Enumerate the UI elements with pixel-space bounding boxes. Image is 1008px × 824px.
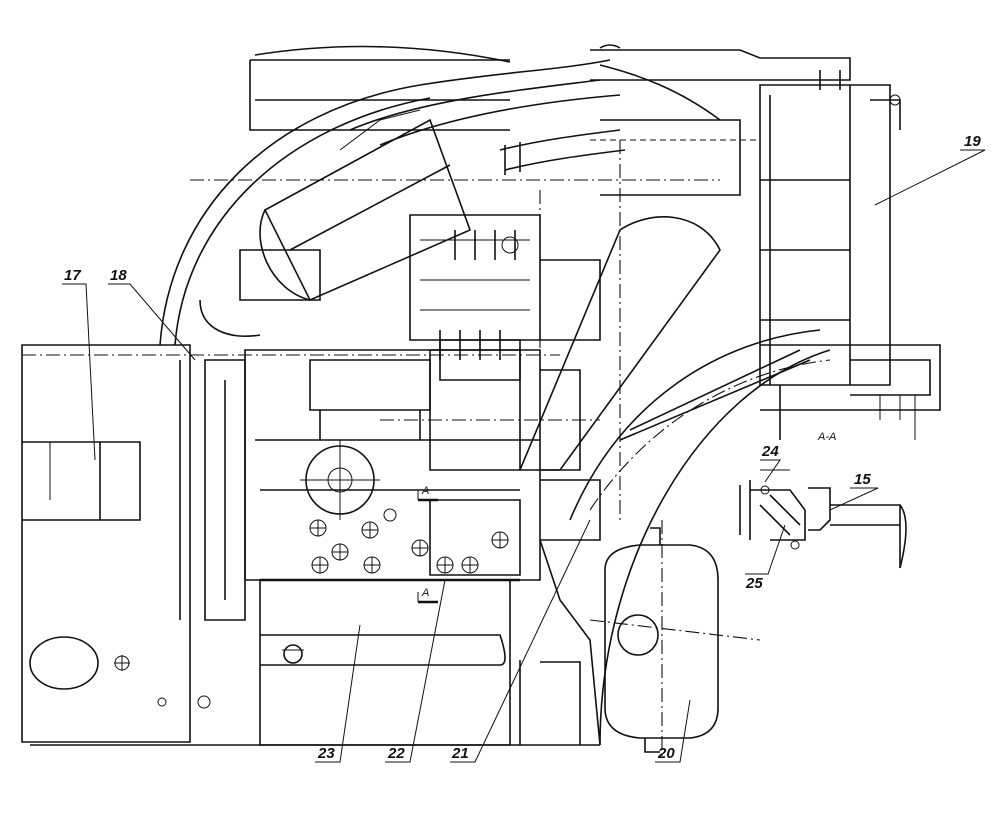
upper-rail (349, 44, 851, 196)
section-mark-upper: A (417, 485, 438, 502)
exhaust-pipe (499, 129, 721, 471)
callout-24: 24 (761, 443, 779, 460)
engine-block (179, 214, 601, 621)
wheel-arc (569, 329, 831, 746)
section-mark-lower: A (417, 587, 438, 604)
air-filter (199, 109, 472, 337)
callout-25: 25 (745, 575, 763, 592)
callout-20: 20 (657, 745, 675, 762)
fender-arc (159, 45, 611, 346)
callout-17: 17 (64, 267, 81, 284)
callouts: 17 18 19 20 21 22 23 24 15 25 (64, 133, 981, 762)
callout-18: 18 (110, 267, 127, 284)
section-mark-upper-label: A (421, 485, 429, 497)
centerlines (22, 140, 720, 520)
bracket-19 (759, 70, 941, 440)
section-mark-lower-label: A (421, 587, 429, 599)
engine-bolts (309, 508, 509, 574)
callout-21: 21 (451, 745, 469, 762)
oil-pan (259, 579, 511, 746)
callout-23: 23 (317, 745, 335, 762)
fuel-tank (589, 520, 761, 760)
callout-19: 19 (964, 133, 981, 150)
leader-lines (62, 149, 986, 763)
callout-22: 22 (387, 745, 405, 762)
section-detail (739, 469, 907, 569)
left-frame (21, 344, 211, 743)
section-title: A-A (817, 431, 836, 443)
callout-15: 15 (854, 471, 871, 488)
lower-bracket (30, 539, 601, 746)
